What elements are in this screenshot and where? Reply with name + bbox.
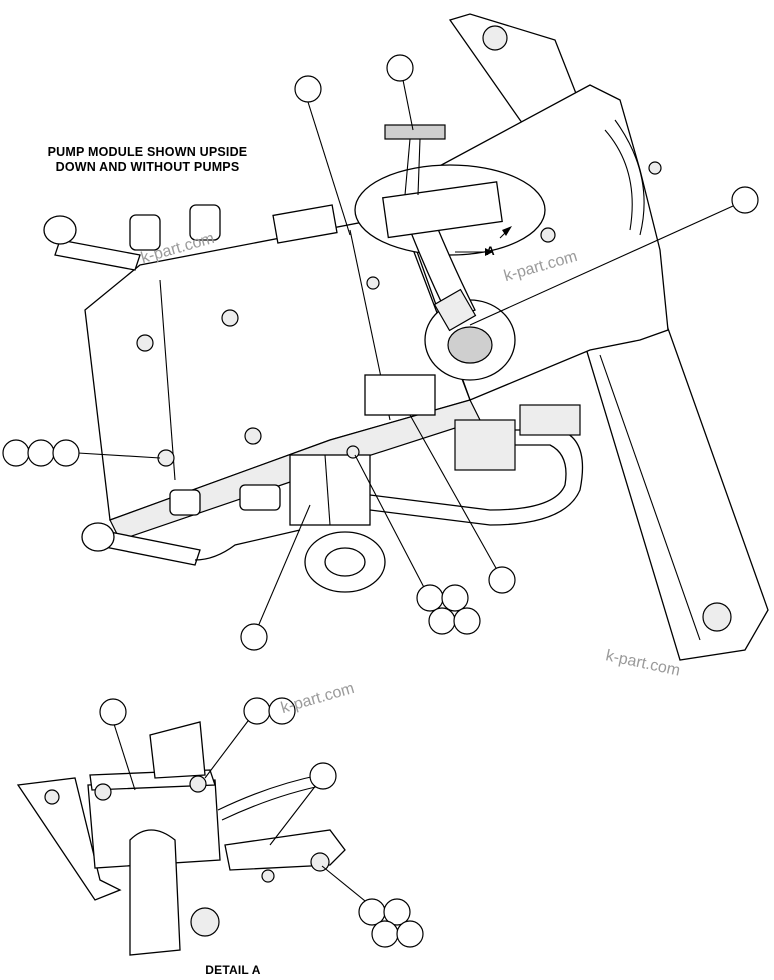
pump-port-3 xyxy=(169,489,201,516)
callout-circle xyxy=(27,439,55,467)
T-handle xyxy=(384,124,446,140)
callout-circle xyxy=(268,697,296,725)
callout-circle xyxy=(441,584,469,612)
callout-circle xyxy=(52,439,80,467)
bolt-plate-2 xyxy=(366,276,380,290)
callout-circle xyxy=(386,54,414,82)
note-line-2: DOWN AND WITHOUT PUMPS xyxy=(55,160,240,174)
callout-circle xyxy=(294,75,322,103)
detail-title: DETAIL A xyxy=(205,963,261,977)
callout-circle xyxy=(240,623,268,651)
callout-circle xyxy=(99,698,127,726)
clamp-block-upper xyxy=(382,181,503,239)
note-line-1: PUMP MODULE SHOWN UPSIDE xyxy=(47,145,248,159)
callout-circle xyxy=(243,697,271,725)
detail-bolt-2 xyxy=(189,775,207,793)
detail-plate xyxy=(16,777,122,901)
bolt-frame-3 xyxy=(244,427,262,445)
callout-circle xyxy=(371,920,399,948)
center-bore-inner xyxy=(447,326,493,364)
detail-marker-label: A xyxy=(486,244,495,258)
detail-bolt-5 xyxy=(310,852,330,872)
bolt-frame-1 xyxy=(221,309,239,327)
detail-hose-upper xyxy=(149,721,206,779)
hose-clamp xyxy=(454,419,516,471)
bolt-right-stud xyxy=(648,161,662,175)
hose-elbow xyxy=(519,404,581,436)
callout-circle xyxy=(731,186,759,214)
bolt-frame-5 xyxy=(346,445,360,459)
clamp-bracket xyxy=(272,204,338,244)
pump-port-2 xyxy=(189,204,221,241)
hose-fitting xyxy=(433,288,477,332)
bolt-top-mount xyxy=(482,25,508,51)
pump-port-1 xyxy=(129,214,161,251)
detail-bolt-3 xyxy=(44,789,60,805)
callout-circle xyxy=(488,566,516,594)
lower-mount-arm xyxy=(584,319,769,661)
pump-port-4 xyxy=(239,484,281,511)
callout-circle xyxy=(453,607,481,635)
bolt-plate-1 xyxy=(540,227,556,243)
callout-circle xyxy=(416,584,444,612)
clamp-block-lower xyxy=(364,374,436,416)
bolt-bottom-mount xyxy=(702,602,732,632)
detail-hose-lower xyxy=(129,829,181,956)
callout-circle xyxy=(383,898,411,926)
detail-bolt-4 xyxy=(190,907,220,937)
bolt-frame-2 xyxy=(136,334,154,352)
callout-circle xyxy=(2,439,30,467)
lower-hose-loop xyxy=(369,429,584,526)
upper-left-hose xyxy=(54,239,141,271)
detail-bolt-6 xyxy=(261,869,275,883)
callout-circle xyxy=(396,920,424,948)
callout-circle xyxy=(309,762,337,790)
bolt-frame-4 xyxy=(157,449,175,467)
flange-block xyxy=(289,454,371,526)
detail-bolt-1 xyxy=(94,783,112,801)
callout-circle xyxy=(428,607,456,635)
note-text: PUMP MODULE SHOWN UPSIDE DOWN AND WITHOU… xyxy=(40,145,255,175)
